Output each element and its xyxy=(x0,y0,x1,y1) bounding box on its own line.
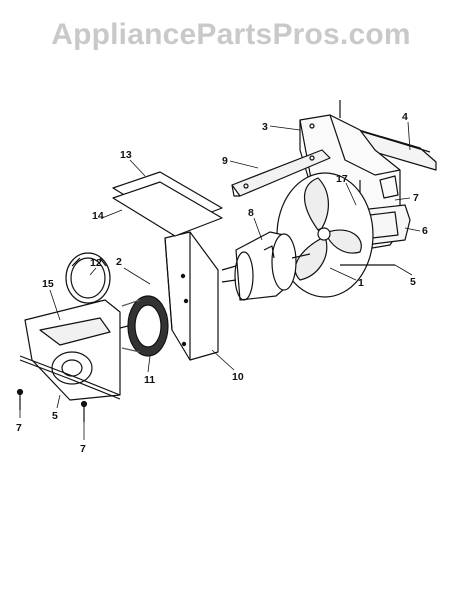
callout-7: 7 xyxy=(413,192,419,204)
callout-10: 10 xyxy=(232,371,244,383)
callout-12: 12 xyxy=(90,257,102,269)
callout-9: 9 xyxy=(222,155,228,167)
callout-7-left: 7 xyxy=(16,422,22,434)
callout-11: 11 xyxy=(144,374,155,386)
part-10-panel xyxy=(164,231,219,361)
callout-5-right: 5 xyxy=(410,276,416,288)
part-8-motor xyxy=(221,231,311,301)
part-9-bracket xyxy=(231,149,331,197)
part-7-screws xyxy=(16,388,88,422)
callout-17: 17 xyxy=(336,173,348,185)
part-1-fan-blade xyxy=(276,172,395,298)
callout-6: 6 xyxy=(422,225,428,237)
watermark: AppliancePartsPros.com xyxy=(51,18,411,51)
part-15-scroll-housing xyxy=(19,299,121,401)
callout-4: 4 xyxy=(402,111,408,123)
part-12-clamp xyxy=(65,252,111,304)
callout-7-bottom: 7 xyxy=(80,443,86,455)
callout-5-left: 5 xyxy=(52,410,58,422)
leader-lines xyxy=(19,121,421,440)
part-11-blower-wheel xyxy=(111,295,169,357)
part-13-14-filters xyxy=(112,171,223,237)
callout-14: 14 xyxy=(92,210,104,222)
callout-13: 13 xyxy=(120,149,132,161)
callout-3: 3 xyxy=(262,121,268,133)
callout-2: 2 xyxy=(116,256,122,268)
callout-15: 15 xyxy=(42,278,54,290)
callout-8: 8 xyxy=(248,207,254,219)
callouts: 3 4 9 17 7 8 6 13 14 1 5 2 12 15 11 10 5… xyxy=(16,111,428,455)
callout-1: 1 xyxy=(358,277,364,289)
